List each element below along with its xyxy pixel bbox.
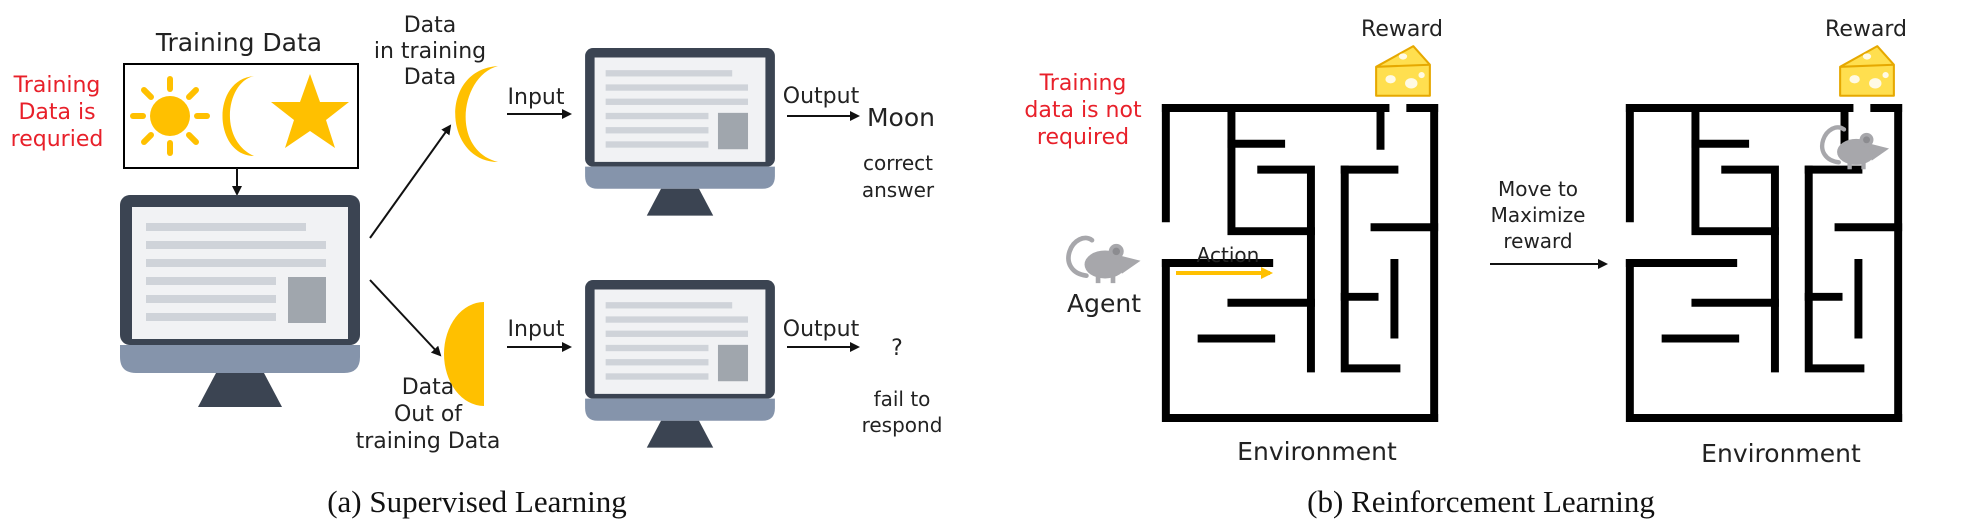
input-label-top: Input	[508, 85, 565, 110]
training-monitor	[120, 195, 360, 407]
agent-label: Agent	[1067, 289, 1141, 318]
sl-note-line-3: requried	[11, 127, 104, 152]
agent-mouse-icon	[1068, 238, 1140, 283]
mouse-at-reward-icon	[1822, 127, 1889, 169]
move-line-2: Maximize	[1491, 203, 1586, 227]
half-moon-icon	[444, 302, 484, 406]
environment-label-right: Environment	[1701, 439, 1861, 468]
sun-icon	[130, 76, 210, 156]
reinforcement-caption: (b) Reinforcement Learning	[1307, 484, 1655, 519]
supervised-panel: Training Data is requried Training Data	[11, 13, 943, 519]
result-bottom: ?	[891, 336, 903, 361]
rl-note-line-1: Training	[1039, 71, 1127, 96]
output-monitor-top	[585, 48, 775, 216]
result-bottom-note-2: respond	[862, 413, 943, 437]
out-data-line-2: Out of	[394, 402, 463, 427]
cheese-icon-right	[1839, 45, 1895, 97]
reinforcement-panel: Training data is not required Reward Age…	[1024, 17, 1907, 519]
environment-label-left: Environment	[1237, 437, 1397, 466]
out-data-line-3: training Data	[356, 429, 501, 454]
split-arrow-up	[369, 124, 452, 239]
split-arrow-down	[369, 279, 442, 357]
rl-note-line-2: data is not	[1024, 98, 1142, 123]
output-label-top: Output	[783, 84, 860, 109]
supervised-caption: (a) Supervised Learning	[327, 484, 627, 519]
reward-label-left: Reward	[1361, 17, 1443, 42]
action-label: Action	[1197, 243, 1260, 267]
result-bottom-note-1: fail to	[874, 387, 931, 411]
star-icon	[271, 74, 349, 148]
training-data-title: Training Data	[155, 28, 322, 57]
move-line-1: Move to	[1498, 177, 1578, 201]
out-data-line-1: Data	[402, 375, 455, 400]
in-data-line-1: Data	[404, 13, 457, 38]
output-label-bottom: Output	[783, 317, 860, 342]
output-monitor-bottom	[585, 280, 775, 448]
in-data-line-2: in training	[374, 39, 486, 64]
reward-label-right: Reward	[1825, 17, 1907, 42]
sl-note-line-2: Data is	[18, 100, 95, 125]
result-top-note-2: answer	[862, 178, 935, 202]
rl-note-line-3: required	[1037, 125, 1129, 150]
input-label-bottom: Input	[508, 317, 565, 342]
in-data-line-3: Data	[404, 65, 457, 90]
moon-icon	[222, 76, 254, 156]
result-top: Moon	[867, 103, 935, 132]
sl-note-line-1: Training	[13, 73, 101, 98]
result-top-note-1: correct	[863, 151, 933, 175]
input-moon-icon	[455, 66, 498, 162]
move-line-3: reward	[1503, 229, 1572, 253]
cheese-icon	[1375, 45, 1431, 97]
